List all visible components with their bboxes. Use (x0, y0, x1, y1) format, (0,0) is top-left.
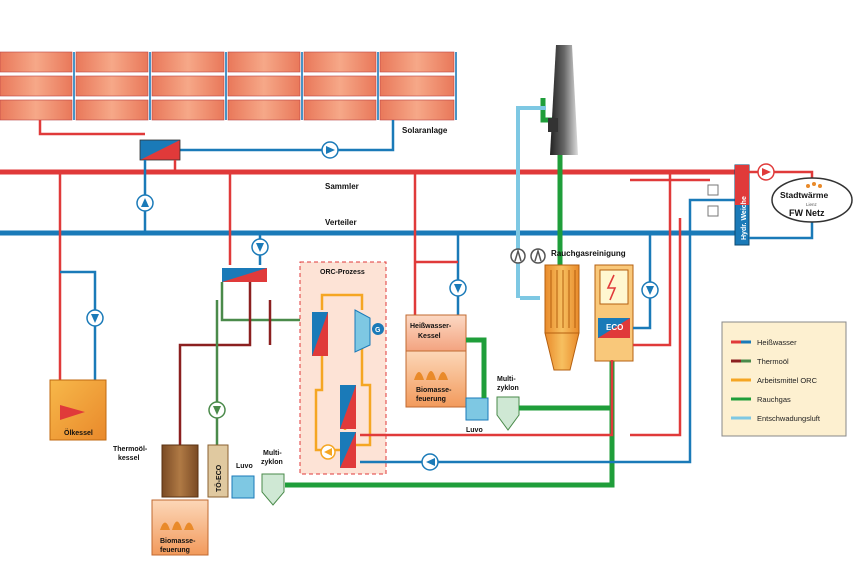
multizyklon-left (261, 473, 285, 506)
label-oelkessel: Ölkessel (64, 428, 93, 437)
oelkessel-pipes (58, 172, 97, 380)
luvo-left-box (231, 475, 255, 499)
label-heisswasser-2: Kessel (418, 333, 441, 340)
label-biomasse-right-2: feuerung (416, 396, 446, 403)
stadtwaerme-logo-icon (806, 182, 822, 188)
pumps (86, 141, 775, 471)
oelkessel-box (49, 379, 107, 441)
legend-item-orc: Arbeitsmittel ORC (731, 376, 818, 385)
label-verteiler: Verteiler (325, 218, 357, 227)
label-thermooel-2: kessel (118, 455, 139, 462)
pump-oelkessel-icon (86, 309, 104, 327)
legend-label-thermooel: Thermoöl (757, 357, 789, 366)
orc-evaporator (312, 312, 328, 356)
label-heisswasser-1: Heißwasser- (410, 323, 452, 330)
label-luvo-left: Luvo (236, 463, 253, 470)
label-sammler: Sammler (325, 182, 359, 191)
legend-label-orc: Arbeitsmittel ORC (757, 376, 818, 385)
label-generator: G (375, 327, 381, 334)
stadtwaerme-network (771, 177, 853, 223)
fan-left-icon (510, 248, 526, 264)
label-biomasse-left-1: Biomasse- (160, 538, 196, 545)
vapor-pipes (516, 106, 546, 300)
pump-kessel-icon (449, 279, 467, 297)
label-solaranlage: Solaranlage (402, 126, 448, 135)
chimney (550, 45, 578, 155)
multizyklon-right (496, 396, 520, 431)
heisswasser-kessel-pipes (413, 172, 460, 315)
label-biomasse-left-2: feuerung (160, 547, 190, 554)
label-stadtwaerme: Stadtwärme (780, 190, 828, 200)
pump-collector-icon (136, 194, 154, 212)
solar-panel-array (0, 51, 455, 121)
oelkessel-flame-icon (60, 405, 85, 420)
main-headers (0, 169, 735, 236)
orc-preheater (340, 432, 356, 468)
valves (707, 184, 719, 217)
pump-thermooel-top-icon (251, 238, 269, 256)
legend-item-thermooel: Thermoöl (731, 357, 789, 366)
chimney-inlet (548, 118, 558, 132)
to-eco-box (207, 444, 229, 498)
legend-label-entschwadungsluft: Entschwadungsluft (757, 414, 821, 423)
generator-icon (372, 323, 384, 335)
orc-turbine (354, 309, 371, 353)
label-to-eco: TÖ-ECO (214, 464, 223, 492)
flames-left-icon (160, 521, 194, 530)
pump-network-icon (757, 163, 775, 181)
orc-condenser (340, 385, 356, 429)
label-lienz: Lienz (806, 202, 818, 207)
legend-item-entschwadungsluft: Entschwadungsluft (731, 414, 821, 423)
solar-loop-pipes (38, 120, 395, 152)
solar-heat-exchanger (139, 139, 181, 161)
label-zyklon-left: zyklon (261, 459, 283, 466)
label-hydr-weiche: Hydr. Weiche (741, 196, 748, 240)
label-rauchgasreinigung: Rauchgasreinigung (551, 249, 626, 258)
label-orc-prozess: ORC-Prozess (320, 269, 365, 276)
label-zyklon-right: zyklon (497, 385, 519, 392)
heisswasser-kessel-box (405, 314, 467, 352)
label-multi-left: Multi- (263, 450, 282, 457)
pump-thermooel-icon (208, 401, 226, 419)
solar-panel-dividers (73, 52, 457, 120)
legend-item-heisswasser: Heißwasser (731, 338, 797, 347)
legend-label-rauchgas: Rauchgas (757, 395, 791, 404)
label-biomasse-right-1: Biomasse- (416, 387, 452, 394)
luvo-right-box (465, 397, 489, 421)
pump-eco-icon (641, 281, 659, 299)
label-fw-netz: FW Netz (789, 208, 825, 218)
legend-label-heisswasser: Heißwasser (757, 338, 797, 347)
right-side-pipes (360, 172, 735, 464)
pump-solar-icon (321, 141, 339, 159)
label-thermooel-1: Thermoöl- (113, 446, 148, 453)
label-eco: ECO (606, 323, 623, 332)
fan-right-icon (530, 248, 546, 264)
flames-right-icon (414, 371, 448, 380)
thermooel-kessel-box (161, 444, 199, 498)
thermooel-heat-exchanger (222, 268, 267, 282)
label-luvo-right: Luvo (466, 427, 483, 434)
pump-return-icon (421, 453, 439, 471)
rauchgas-filter (544, 264, 580, 371)
thermooel-circuit (178, 282, 310, 445)
legend: Heißwasser Thermoöl Arbeitsmittel ORC Ra… (721, 321, 847, 437)
label-multi-right: Multi- (497, 376, 516, 383)
legend-item-rauchgas: Rauchgas (731, 395, 791, 404)
